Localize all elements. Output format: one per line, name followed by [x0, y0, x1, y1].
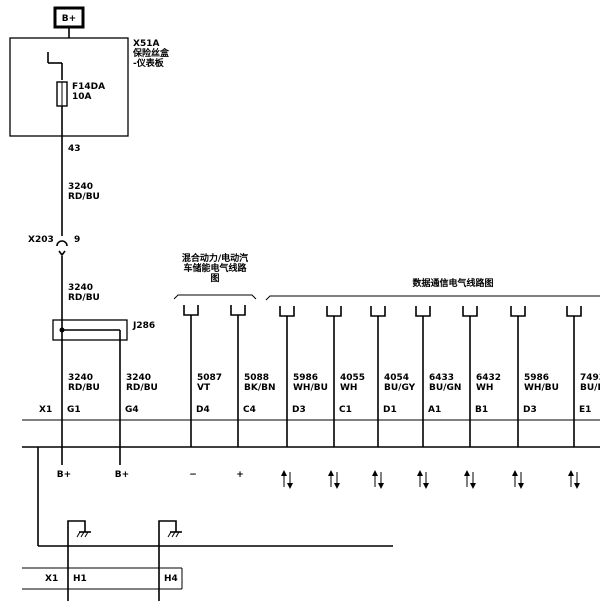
- branch-signal: +: [236, 470, 244, 480]
- ground-pin-h1: H1: [73, 574, 87, 584]
- connector-cup-icon: [279, 306, 295, 317]
- bidirectional-arrow-icon: [568, 470, 580, 489]
- data-group-bracket: [265, 295, 600, 301]
- branch-circuit: 5986: [293, 373, 318, 383]
- connector-x203-id: X203: [28, 235, 54, 245]
- branch-color: VT: [197, 383, 211, 393]
- connector-x203-pin: 9: [74, 235, 80, 245]
- fuse-rating: 10A: [72, 92, 92, 102]
- branch-signal: B+: [115, 470, 129, 480]
- branch-signal: B+: [57, 470, 71, 480]
- connector-cup-icon: [370, 306, 386, 317]
- fuse-block-box: [9, 37, 129, 137]
- power-label: B+: [62, 14, 76, 24]
- branch-pin: A1: [428, 405, 441, 415]
- connector-cup-icon: [510, 306, 526, 317]
- connector-cup-icon: [230, 305, 246, 316]
- branch-color: BU/GN: [429, 383, 461, 393]
- branch-circuit: 7493: [580, 373, 600, 383]
- branch-pin: D4: [196, 405, 210, 415]
- branch-color: WH/BU: [524, 383, 559, 393]
- inline-connector-icon: [56, 240, 68, 257]
- branch-pin: C1: [339, 405, 352, 415]
- branch-color: WH/BU: [293, 383, 328, 393]
- fuse-block-subname: -仪表板: [133, 57, 165, 69]
- bidirectional-arrow-icon: [464, 470, 476, 489]
- branch-circuit: 6432: [476, 373, 501, 383]
- branch-pin: G4: [125, 405, 139, 415]
- branch-circuit: 5088: [244, 373, 269, 383]
- hybrid-group-line1: 混合动力/电动汽: [182, 252, 248, 264]
- wire-upper-circuit: 3240: [68, 182, 93, 192]
- branch-color: WH: [340, 383, 357, 393]
- branch-color: RD/BU: [68, 383, 100, 393]
- hybrid-group-bracket: [173, 294, 257, 300]
- branch-color: RD/BU: [126, 383, 158, 393]
- branch-pin: B1: [475, 405, 488, 415]
- fuse-block-id: X51A: [133, 39, 159, 49]
- bidirectional-arrow-icon: [512, 470, 524, 489]
- bidirectional-arrow-icon: [328, 470, 340, 489]
- branch-pin: E1: [579, 405, 591, 415]
- branch-circuit: 3240: [68, 373, 93, 383]
- fuse-id: F14DA: [72, 82, 105, 92]
- bidirectional-arrow-icon: [372, 470, 384, 489]
- branch-circuit: 6433: [429, 373, 454, 383]
- hybrid-group-line3: 图: [210, 273, 219, 284]
- branch-circuit: 3240: [126, 373, 151, 383]
- branch-circuit: 4055: [340, 373, 365, 383]
- branch-10: 7493BU/B E1: [566, 306, 600, 489]
- connector-cup-icon: [462, 306, 478, 317]
- wire-middle-circuit: 3240: [68, 283, 93, 293]
- branch-pin: D3: [523, 405, 537, 415]
- branch-circuit: 5986: [524, 373, 549, 383]
- module-connector-id: X1: [39, 405, 52, 415]
- hybrid-group-line2: 车储能电气线路: [183, 262, 247, 274]
- splice-id: J286: [132, 321, 155, 331]
- branch-color: BK/BN: [244, 383, 276, 393]
- connector-cup-icon: [326, 306, 342, 317]
- branch-color: BU/GY: [384, 383, 416, 393]
- branch-pin: G1: [67, 405, 81, 415]
- branch-wires: 3240RD/BUG1B+3240RD/BUG4B+5087VTD4−5088B…: [57, 305, 600, 489]
- ground-icon: [158, 520, 182, 540]
- branch-signal: −: [189, 470, 197, 480]
- bus-bar-icon: [47, 52, 63, 80]
- branch-pin: D3: [292, 405, 306, 415]
- bidirectional-arrow-icon: [417, 470, 429, 489]
- branch-circuit: 5087: [197, 373, 222, 383]
- branch-pin: C4: [243, 405, 256, 415]
- bidirectional-arrow-icon: [281, 470, 293, 489]
- branch-color: BU/B: [580, 383, 600, 393]
- branch-pin: D1: [383, 405, 397, 415]
- connector-cup-icon: [566, 306, 582, 317]
- wire-upper-color: RD/BU: [68, 192, 100, 202]
- branch-circuit: 4054: [384, 373, 409, 383]
- connector-cup-icon: [183, 305, 199, 316]
- ground-connector-id: X1: [45, 574, 58, 584]
- data-group-label: 数据通信电气线路图: [412, 277, 493, 289]
- branch-color: WH: [476, 383, 493, 393]
- connector-cup-icon: [415, 306, 431, 317]
- fuse-pin: 43: [68, 144, 81, 154]
- ground-pin-h4: H4: [164, 574, 178, 584]
- wire-middle-color: RD/BU: [68, 293, 100, 303]
- fuse-block-name: 保险丝盒: [132, 47, 170, 59]
- ground-icon: [67, 520, 91, 540]
- splice-box: [52, 319, 128, 341]
